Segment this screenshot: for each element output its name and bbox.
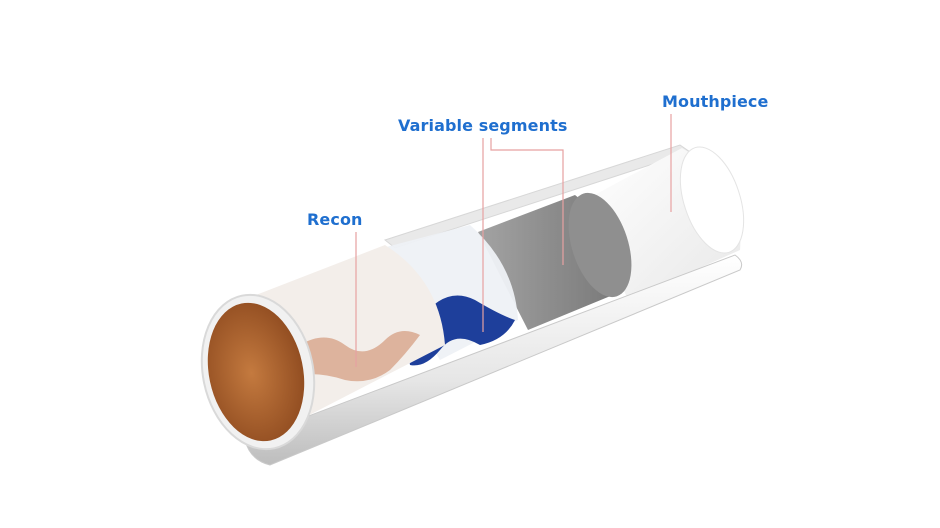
mouthpiece-end	[679, 146, 745, 254]
outer-shell-lower	[244, 254, 743, 466]
recon-label: Recon	[307, 210, 363, 229]
variable-segments-label: Variable segments	[398, 116, 568, 135]
mouthpiece-label: Mouthpiece	[662, 92, 769, 111]
variable-leader-line-right	[490, 138, 564, 265]
tobacco-end	[207, 302, 305, 442]
grey-segment-face	[568, 192, 632, 298]
recon-strip	[300, 331, 420, 382]
